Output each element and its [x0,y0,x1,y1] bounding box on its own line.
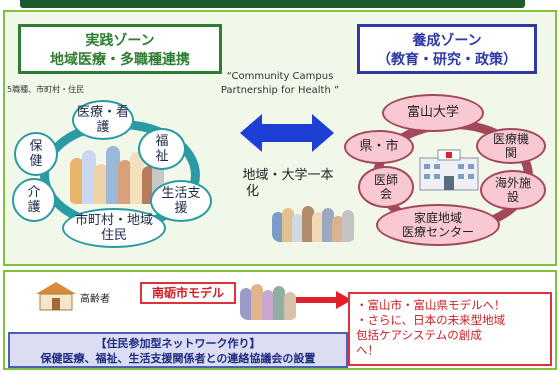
bubble-overseas-facilities: 海外施設 [480,170,546,210]
bubble-medical-association: 医師会 [358,166,414,208]
goal-box: ・富山市・富山県モデルへ！ ・さらに、日本の未来型地域 包括ケアシステムの創成 … [348,292,552,366]
house-icon [36,282,76,311]
bubble-medical-institutions: 医療機関 [476,128,546,164]
training-zone-title-line1: 養成ゾーン [412,33,482,49]
training-zone-title: 養成ゾーン （教育・研究・政策） [357,24,537,74]
nanto-model-label: 南砺市モデル [140,282,236,304]
center-caption: 地域・大学一本 化 [236,168,340,200]
bubble-toyama-university: 富山大学 [382,94,484,132]
practice-note: 5職種、市町村・住民 [7,85,85,94]
network-box: 【住民参加型ネットワーク作り】 保健医療、福祉、生活支援関係者との連絡協議会の設… [8,332,348,368]
slogan: “Community Campus Partnership for Health… [220,71,340,96]
bubble-welfare: 福祉 [138,128,186,170]
center-caption-line2: 化 [246,184,260,199]
double-arrow-icon [240,114,334,152]
bubble-prefecture-city: 県・市 [344,130,414,164]
goal-line3: 包括ケアシステムの創成 [356,328,482,342]
practice-zone-title: 実践ゾーン 地域医療・多職種連携 [18,24,222,74]
practice-zone-title-line1: 実践ゾーン [85,33,155,49]
goal-line2: ・さらに、日本の未来型地域 [356,313,506,327]
bubble-life-support: 生活支援 [150,180,212,222]
bubble-care: 介護 [12,178,56,222]
top-band [20,0,525,8]
red-arrow-icon [296,291,352,309]
bubble-family-medicine-center: 家庭地域医療センター [376,204,500,246]
bubble-public-health: 保健 [14,132,58,176]
elderly-group-image [240,282,298,320]
community-crowd-image [272,204,356,242]
elderly-label: 高齢者 [80,294,110,305]
bubble-medical-nursing: 医療・看護 [72,100,134,140]
bubble-municipality-residents: 市町村・地域住民 [62,208,166,248]
goal-line1: ・富山市・富山県モデルへ！ [356,298,506,312]
center-caption-line1: 地域・大学一本 [242,168,334,183]
practice-zone-title-line2: 地域医療・多職種連携 [50,52,190,68]
network-title: 【住民参加型ネットワーク作り】 [95,337,261,350]
hospital-icon [419,149,479,191]
training-zone-title-line2: （教育・研究・政策） [377,52,517,68]
network-description: 保健医療、福祉、生活支援関係者との連絡協議会の設置 [40,352,316,365]
goal-line4: へ！ [356,343,379,357]
